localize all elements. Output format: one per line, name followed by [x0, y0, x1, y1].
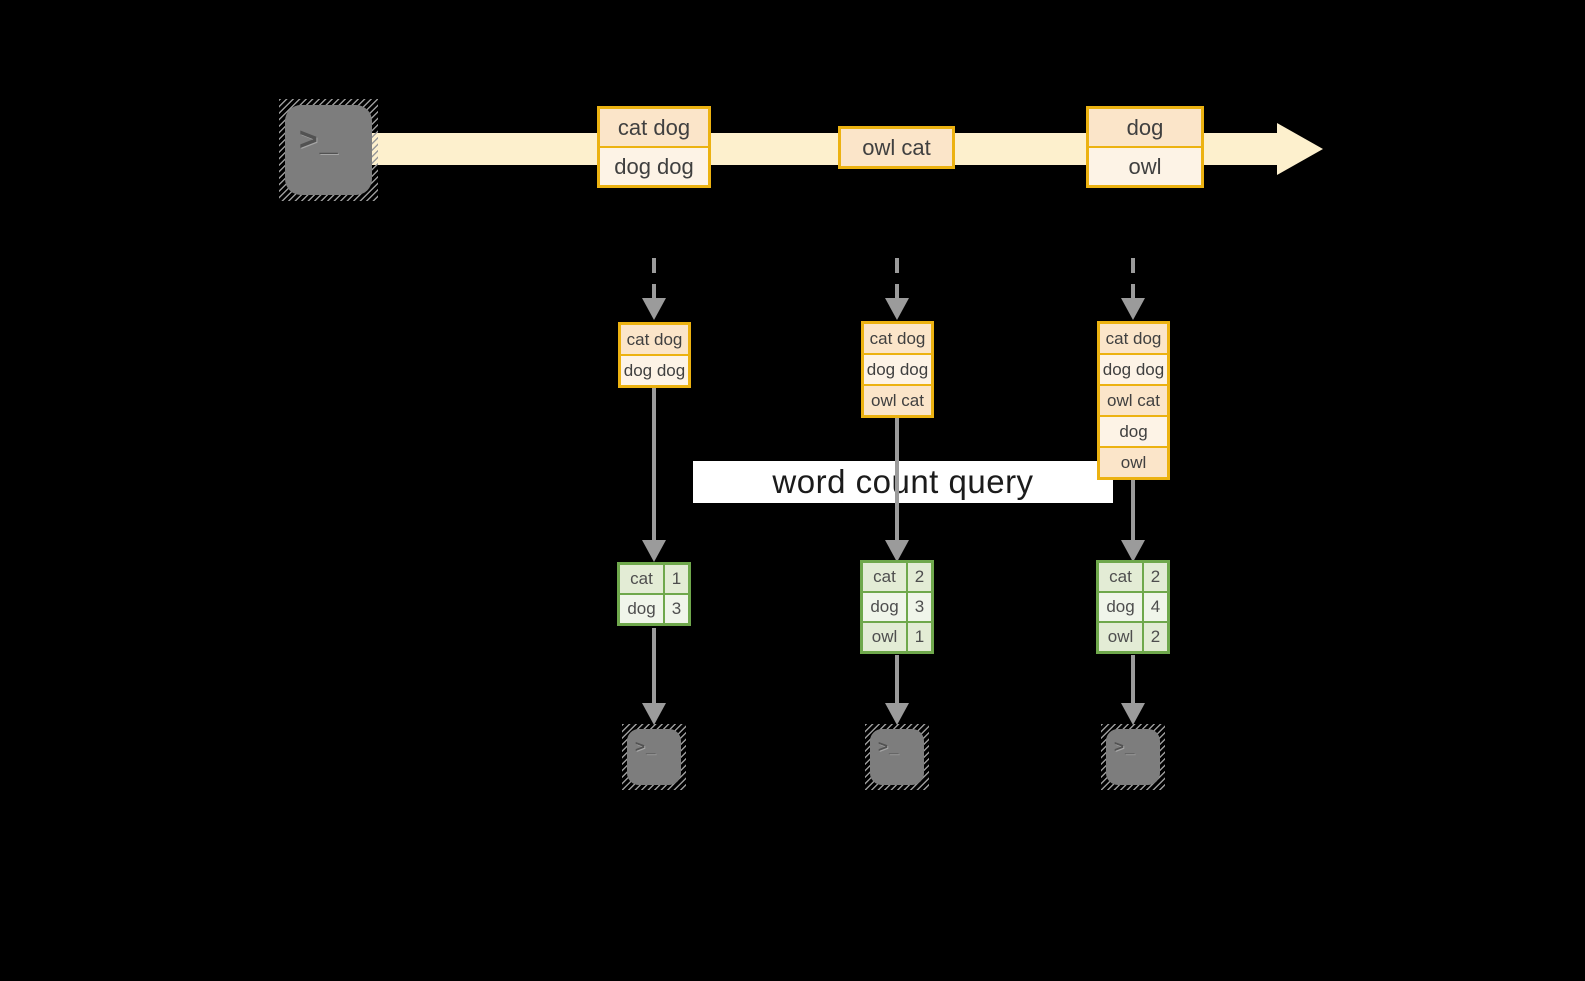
word-cell: owl	[863, 623, 906, 651]
state-row: owl	[1100, 448, 1167, 477]
table-row: dog 3	[863, 593, 931, 621]
arrow-line	[895, 655, 899, 703]
terminal-prompt-glyph: >_	[878, 737, 900, 756]
arrowhead-icon	[642, 298, 666, 320]
arrow-line	[895, 418, 899, 540]
word-cell: cat	[620, 565, 663, 593]
state-row: cat dog	[621, 325, 688, 354]
arrowhead-icon	[642, 540, 666, 562]
table-row: cat 2	[863, 563, 931, 591]
arrowhead-icon	[1121, 703, 1145, 725]
state-box-1: cat dog dog dog	[618, 322, 691, 388]
counts-table-2: cat 2 dog 3 owl 1	[860, 560, 934, 654]
terminal-prompt-glyph: >_	[635, 737, 657, 756]
count-cell: 4	[1144, 593, 1167, 621]
word-cell: cat	[863, 563, 906, 591]
batch-row: dog dog	[600, 148, 708, 185]
arrow-line	[1131, 480, 1135, 540]
table-row: owl 2	[1099, 623, 1167, 651]
state-box-3: cat dog dog dog owl cat dog owl	[1097, 321, 1170, 480]
word-cell: cat	[1099, 563, 1142, 591]
terminal-screen: >_	[285, 105, 372, 195]
terminal-icon: >_	[279, 99, 378, 201]
terminal-screen: >_	[627, 729, 681, 785]
stream-arrowhead-icon	[1277, 123, 1323, 175]
count-cell: 3	[665, 595, 688, 623]
query-label: word count query	[772, 463, 1034, 500]
terminal-icon: >_	[1101, 724, 1165, 790]
query-label-band: word count query	[693, 461, 1113, 503]
batch-row: dog	[1089, 109, 1201, 146]
terminal-prompt-glyph: >_	[299, 121, 340, 157]
batch-row: cat dog	[600, 109, 708, 146]
state-row: dog dog	[621, 356, 688, 385]
batch-row: owl cat	[841, 129, 952, 166]
word-cell: dog	[863, 593, 906, 621]
table-row: cat 2	[1099, 563, 1167, 591]
terminal-screen: >_	[870, 729, 924, 785]
table-row: dog 4	[1099, 593, 1167, 621]
state-row: dog dog	[1100, 355, 1167, 384]
table-row: owl 1	[863, 623, 931, 651]
dashed-arrow-line	[895, 258, 899, 298]
arrowhead-icon	[1121, 540, 1145, 562]
count-cell: 3	[908, 593, 931, 621]
state-row: owl cat	[1100, 386, 1167, 415]
dashed-arrow-line	[1131, 258, 1135, 298]
terminal-icon: >_	[622, 724, 686, 790]
count-cell: 2	[1144, 563, 1167, 591]
terminal-screen: >_	[1106, 729, 1160, 785]
count-cell: 1	[665, 565, 688, 593]
state-row: cat dog	[864, 324, 931, 353]
terminal-icon: >_	[865, 724, 929, 790]
table-row: dog 3	[620, 595, 688, 623]
stream-batch-2: owl cat	[838, 126, 955, 169]
word-cell: owl	[1099, 623, 1142, 651]
terminal-prompt-glyph: >_	[1114, 737, 1136, 756]
word-cell: dog	[1099, 593, 1142, 621]
word-cell: dog	[620, 595, 663, 623]
state-box-2: cat dog dog dog owl cat	[861, 321, 934, 418]
arrow-line	[1131, 655, 1135, 703]
arrowhead-icon	[885, 703, 909, 725]
arrowhead-icon	[885, 540, 909, 562]
table-row: cat 1	[620, 565, 688, 593]
state-row: owl cat	[864, 386, 931, 415]
count-cell: 2	[1144, 623, 1167, 651]
arrowhead-icon	[1121, 298, 1145, 320]
count-cell: 1	[908, 623, 931, 651]
count-cell: 2	[908, 563, 931, 591]
dashed-arrow-line	[652, 258, 656, 298]
arrowhead-icon	[885, 298, 909, 320]
batch-row: owl	[1089, 148, 1201, 185]
arrow-line	[652, 388, 656, 540]
arrow-line	[652, 628, 656, 703]
stream-batch-3: dog owl	[1086, 106, 1204, 188]
state-row: dog dog	[864, 355, 931, 384]
counts-table-3: cat 2 dog 4 owl 2	[1096, 560, 1170, 654]
state-row: cat dog	[1100, 324, 1167, 353]
state-row: dog	[1100, 417, 1167, 446]
counts-table-1: cat 1 dog 3	[617, 562, 691, 626]
arrowhead-icon	[642, 703, 666, 725]
stream-batch-1: cat dog dog dog	[597, 106, 711, 188]
